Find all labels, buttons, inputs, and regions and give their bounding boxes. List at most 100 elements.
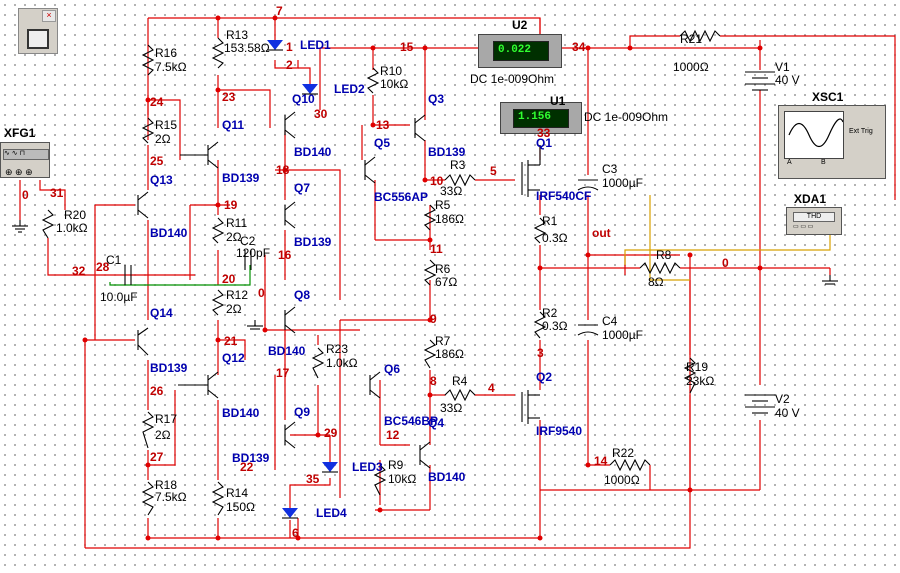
r6-symbol bbox=[423, 259, 437, 286]
label-q12t: BD140 bbox=[222, 406, 260, 420]
r7-symbol bbox=[423, 339, 437, 369]
led3-icon bbox=[322, 462, 338, 472]
label-nout: out bbox=[592, 226, 611, 240]
led2-icon bbox=[302, 84, 318, 94]
label-r5v: 186Ω bbox=[435, 212, 464, 226]
yellow-wire bbox=[649, 195, 690, 281]
r11-symbol bbox=[211, 217, 225, 244]
label-n11: 11 bbox=[430, 242, 443, 256]
label-r13v: 153.58Ω bbox=[224, 41, 270, 55]
r22-symbol bbox=[609, 458, 651, 472]
label-q13: Q13 bbox=[150, 173, 173, 187]
label-r18v: 7.5kΩ bbox=[155, 490, 187, 504]
label-q4: Q4 bbox=[428, 416, 445, 430]
label-q12: Q12 bbox=[222, 351, 245, 365]
channel-a-label: A bbox=[787, 159, 792, 166]
label-led3: LED3 bbox=[352, 460, 383, 474]
r19-symbol bbox=[683, 357, 697, 394]
label-n0c: 0 bbox=[722, 256, 729, 270]
c3-symbol bbox=[577, 179, 599, 191]
q12-symbol bbox=[178, 371, 219, 399]
label-r21v: 1000Ω bbox=[673, 60, 709, 74]
label-q5: Q5 bbox=[374, 136, 391, 150]
label-q9: Q9 bbox=[294, 405, 311, 419]
label-r3: R3 bbox=[450, 158, 466, 172]
label-n3: 3 bbox=[537, 346, 544, 360]
label-n14: 14 bbox=[594, 454, 608, 468]
xfg1-terminals: ⊕ ⊕ ⊕ bbox=[5, 167, 33, 177]
resistors bbox=[41, 29, 721, 516]
label-r16: R16 bbox=[155, 46, 178, 60]
label-r22: R22 bbox=[612, 446, 635, 460]
label-r12: R12 bbox=[226, 288, 249, 302]
r17-symbol bbox=[141, 411, 155, 449]
minimized-window[interactable]: × bbox=[18, 8, 58, 54]
q2-symbol bbox=[521, 390, 540, 424]
label-q8t: BD140 bbox=[268, 344, 306, 358]
r20-symbol bbox=[41, 209, 55, 239]
thd-label: THD bbox=[806, 213, 822, 220]
label-n19: 19 bbox=[224, 198, 238, 212]
label-c2v: 120pF bbox=[236, 246, 271, 260]
xfg1-function-generator[interactable]: ∿ ∿ ⊓ ⊕ ⊕ ⊕ bbox=[0, 142, 50, 178]
label-r22v: 1000Ω bbox=[604, 473, 640, 487]
wires bbox=[19, 17, 896, 549]
xda1-buttons: ▭ ▭ ▭ bbox=[793, 224, 814, 230]
label-c4v: 1000µF bbox=[602, 328, 643, 342]
label-r10: R10 bbox=[380, 64, 403, 78]
label-n30: 30 bbox=[314, 107, 328, 121]
label-n0a: 0 bbox=[22, 188, 29, 202]
label-n15: 15 bbox=[400, 40, 414, 54]
label-n16: 16 bbox=[278, 248, 292, 262]
label-q14: Q14 bbox=[150, 306, 173, 320]
xda1-distortion-analyzer[interactable]: THD ▭ ▭ ▭ bbox=[786, 207, 842, 235]
label-q6: Q6 bbox=[384, 362, 401, 376]
label-n13: 13 bbox=[376, 118, 390, 132]
label-n31: 31 bbox=[50, 186, 64, 200]
label-r15v: 2Ω bbox=[155, 132, 171, 146]
label-r7: R7 bbox=[435, 334, 451, 348]
label-q14t: BD139 bbox=[150, 361, 188, 375]
ext-trig-label: Ext Trig bbox=[849, 128, 873, 135]
label-v1: V1 bbox=[775, 60, 790, 74]
label-r11: R11 bbox=[226, 216, 248, 230]
r15-symbol bbox=[141, 117, 155, 144]
label-n6: 6 bbox=[292, 526, 299, 540]
label-n18: 18 bbox=[276, 163, 290, 177]
led4-icon bbox=[282, 508, 298, 518]
label-r18: R18 bbox=[155, 478, 178, 492]
r23-symbol bbox=[311, 347, 325, 379]
label-c2: C2 bbox=[240, 234, 256, 248]
r9-symbol bbox=[373, 464, 387, 496]
label-n21: 21 bbox=[224, 334, 238, 348]
junctions bbox=[82, 15, 763, 541]
label-q5t: BC556AP bbox=[374, 190, 429, 204]
label-q6t: BC546BP bbox=[384, 414, 439, 428]
c4-symbol bbox=[577, 324, 599, 336]
label-r14: R14 bbox=[226, 486, 249, 500]
label-n23: 23 bbox=[222, 90, 236, 104]
label-r20v: 1.0kΩ bbox=[56, 221, 88, 235]
label-n22: 22 bbox=[240, 460, 254, 474]
u1-ammeter[interactable]: 1.156 bbox=[500, 102, 582, 134]
transistors bbox=[137, 111, 541, 469]
label-v1v: 40 V bbox=[775, 73, 800, 87]
u2-ammeter[interactable]: 0.022 bbox=[478, 34, 562, 68]
label-q11t: BD139 bbox=[222, 171, 260, 185]
label-n1: 1 bbox=[286, 40, 293, 54]
xsc1-oscilloscope[interactable]: Ext Trig A B bbox=[778, 105, 886, 179]
label-r17: R17 bbox=[155, 412, 178, 426]
oscilloscope-screen bbox=[784, 111, 844, 159]
label-xda1: XDA1 bbox=[794, 192, 827, 206]
q5-symbol bbox=[364, 156, 376, 184]
r3-symbol bbox=[444, 173, 476, 187]
label-r16v: 7.5kΩ bbox=[155, 60, 187, 74]
label-r4: R4 bbox=[452, 374, 468, 388]
close-icon[interactable]: × bbox=[42, 10, 56, 22]
r13-symbol bbox=[211, 37, 225, 69]
r5-symbol bbox=[423, 204, 437, 231]
label-r23v: 1.0kΩ bbox=[326, 356, 358, 370]
label-r12v: 2Ω bbox=[226, 302, 242, 316]
capacitors bbox=[124, 179, 599, 336]
